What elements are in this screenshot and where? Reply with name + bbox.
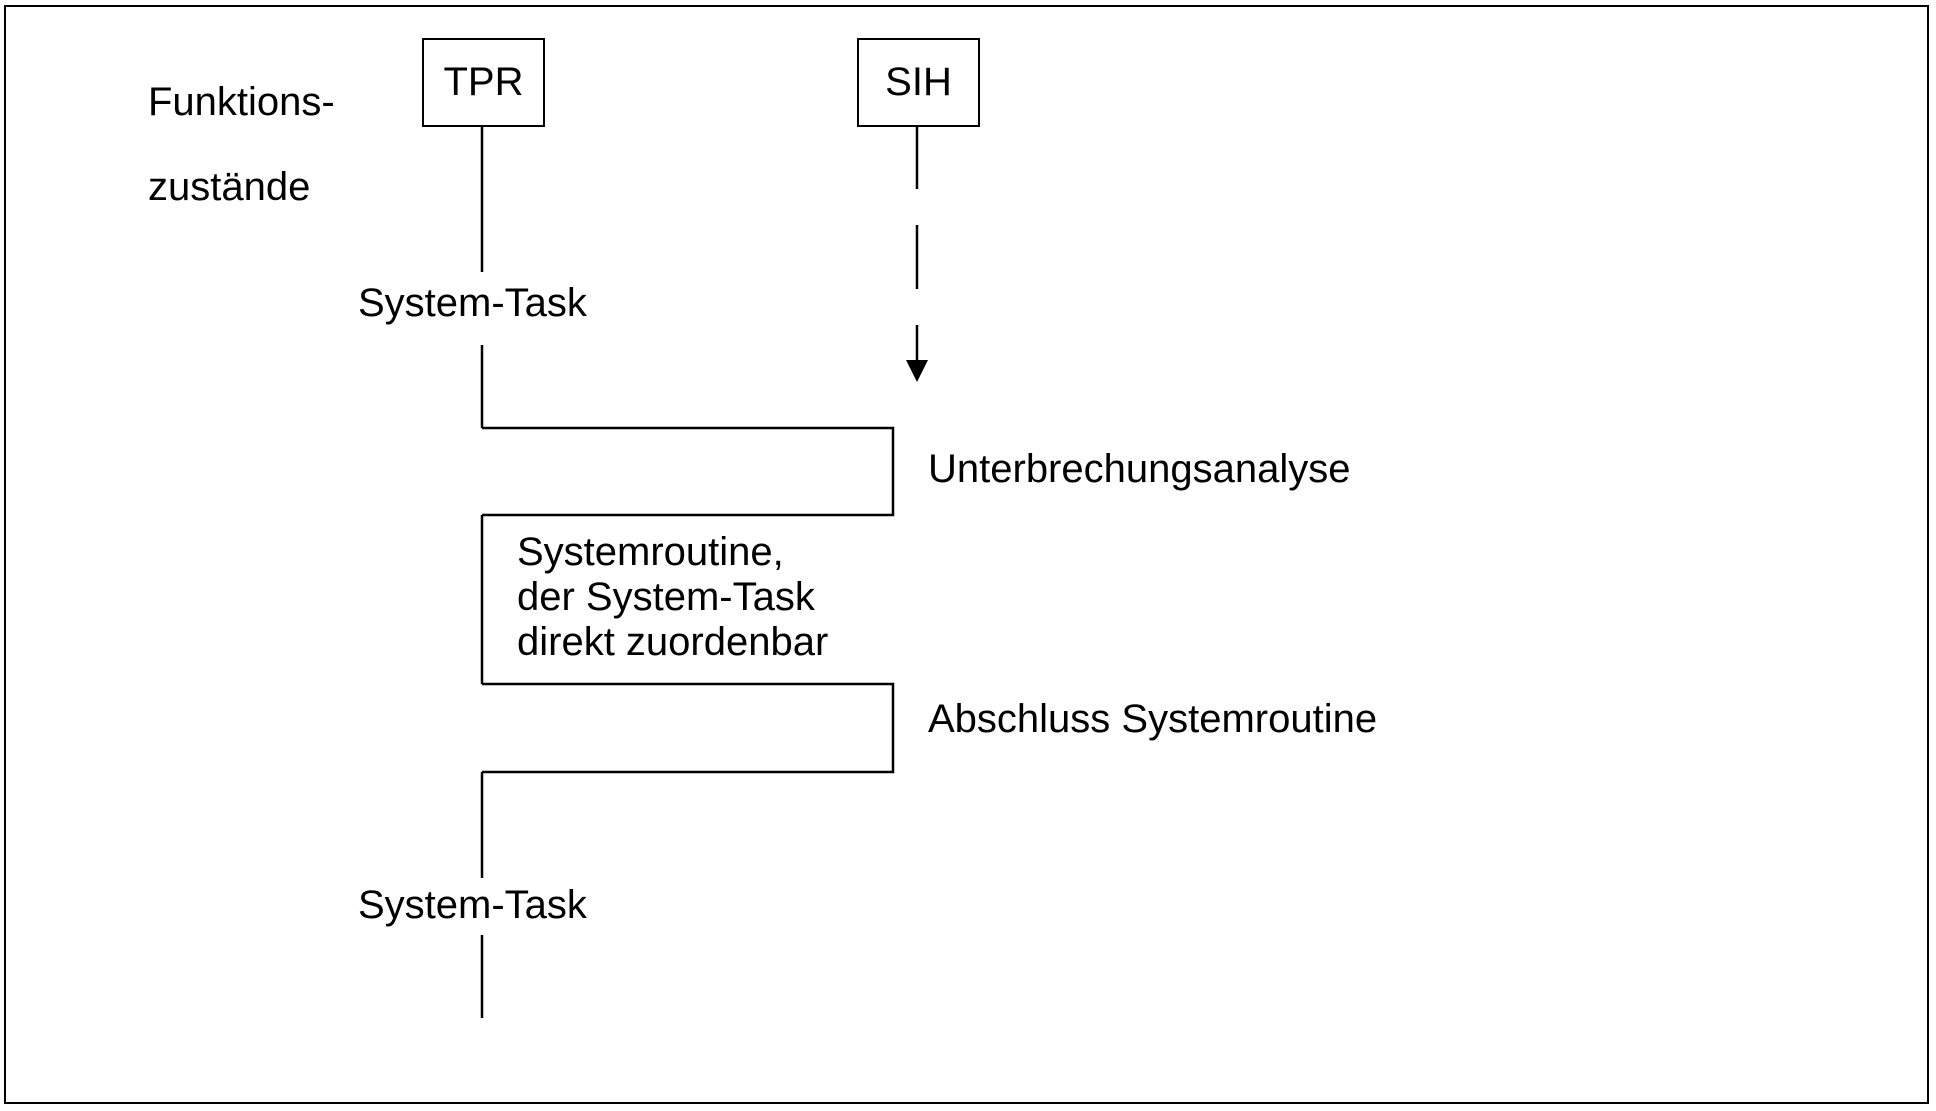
heading-line2: zustände (148, 165, 311, 210)
diagram-frame (4, 5, 1929, 1104)
step-routine-completion (482, 682, 895, 774)
heading-line1: Funktions- (148, 79, 335, 124)
label-system-task-top: System-Task (358, 281, 587, 325)
label-routine-completion: Abschluss Systemroutine (928, 697, 1378, 741)
label-interrupt-analysis: Unterbrechungsanalyse (928, 447, 1351, 491)
state-tpr-box: TPR (422, 38, 545, 127)
state-sih-label: SIH (885, 60, 952, 104)
diagram-heading: Funktions- zustände (148, 38, 335, 209)
step-interrupt-analysis (482, 426, 895, 517)
label-system-task-bottom: System-Task (358, 883, 587, 927)
state-sih-box: SIH (857, 38, 980, 127)
label-system-routine: Systemroutine, der System-Task direkt zu… (517, 530, 829, 664)
arrow-down-icon (906, 360, 928, 382)
state-tpr-label: TPR (443, 60, 524, 104)
